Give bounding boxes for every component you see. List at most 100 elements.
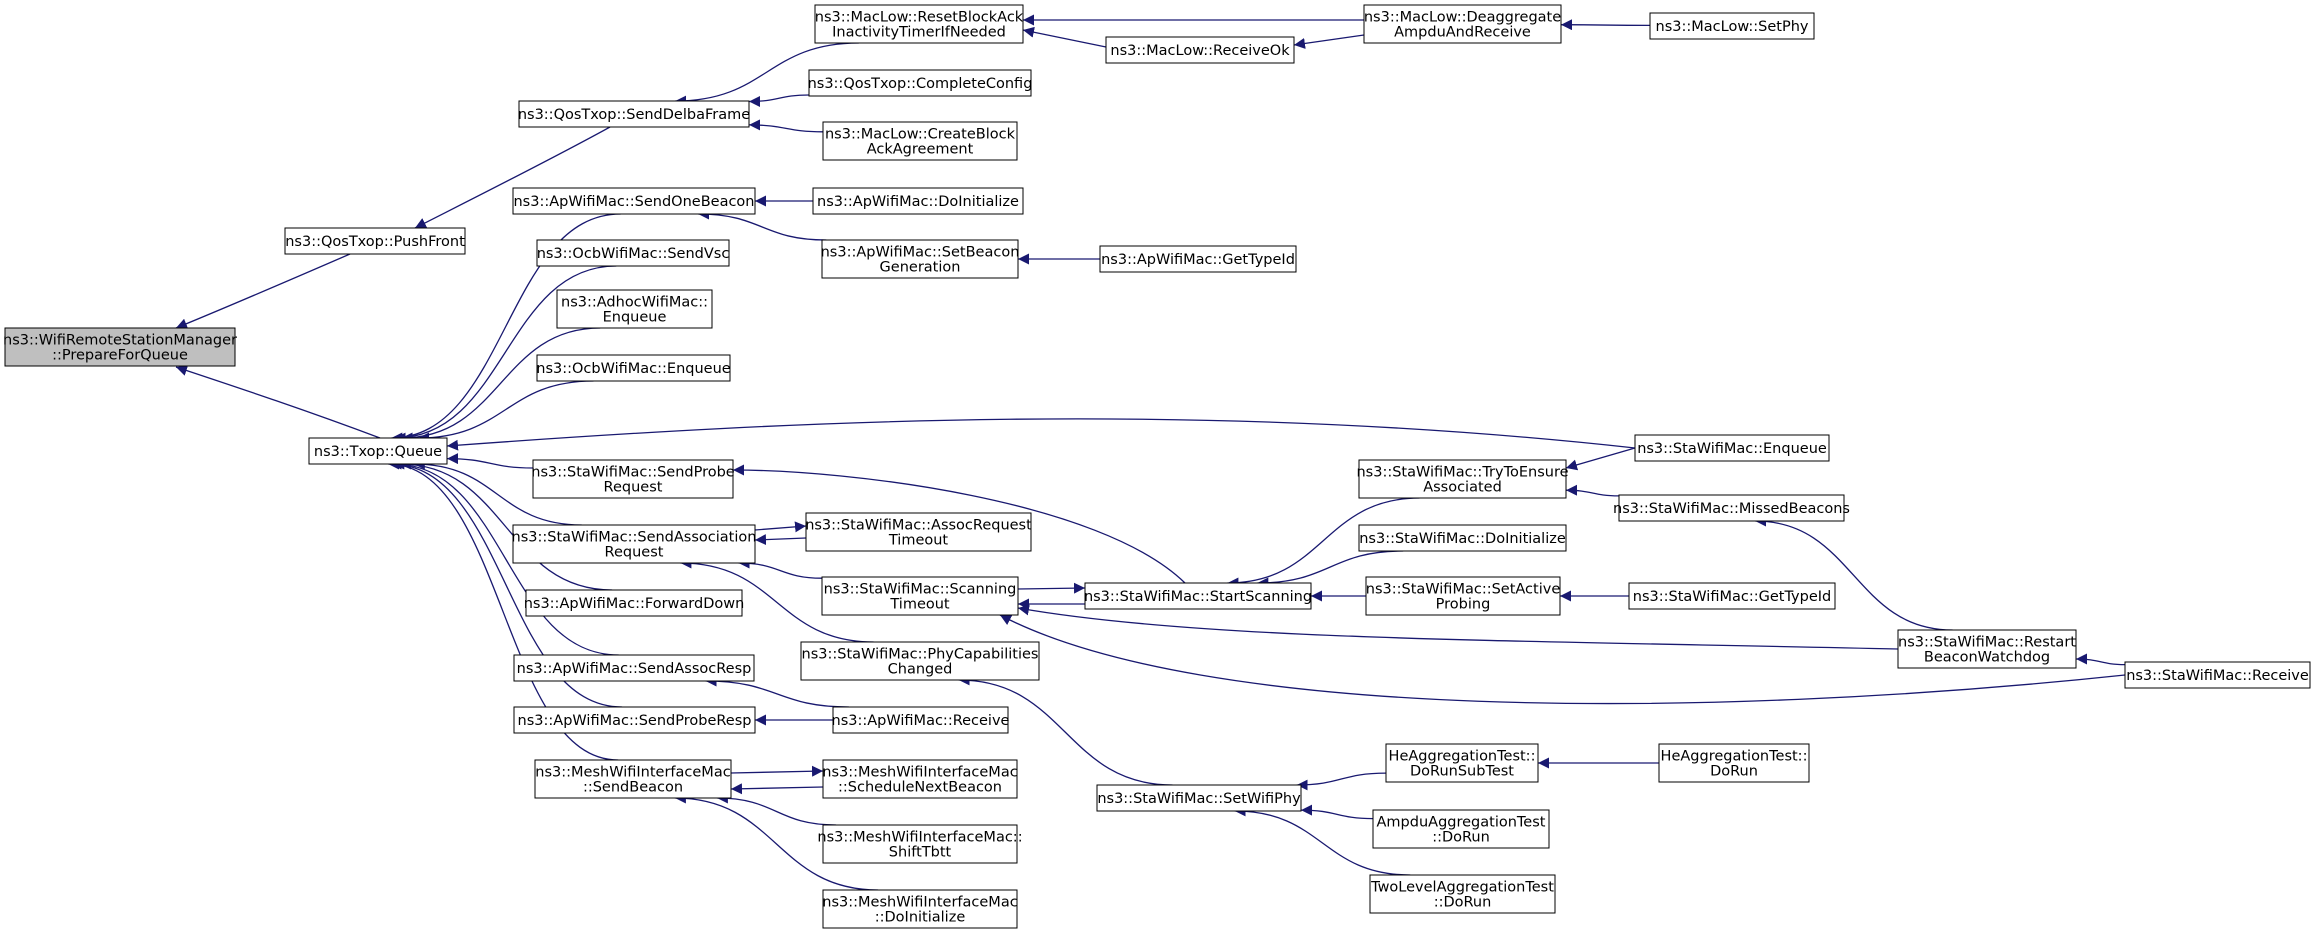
node-box [822,121,1018,161]
node-missedbeacons[interactable]: ns3::StaWifiMac::MissedBeacons [1613,494,1850,522]
node-stagettypeid[interactable]: ns3::StaWifiMac::GetTypeId [1628,582,1836,610]
edge-stareceive-to-restartbeacon [2075,653,2126,666]
node-label-line: ns3::StaWifiMac::PhyCapabilities [802,647,1039,663]
node-meshschedule[interactable]: ns3::MeshWifiInterfaceMac::ScheduleNextB… [822,759,1018,799]
node-pushfront[interactable]: ns3::QosTxop::PushFront [284,227,466,255]
node-queue[interactable]: ns3::Txop::Queue [308,437,448,465]
node-label-line: ns3::StaWifiMac::StartScanning [1084,589,1312,605]
edge-senddelba-to-pushfront [414,126,611,229]
node-box [2124,661,2311,689]
node-box [532,459,734,499]
node-apreceive[interactable]: ns3::ApWifiMac::Receive [832,706,1010,734]
node-label-line: BeaconWatchdog [1924,650,2050,666]
node-receiveok[interactable]: ns3::MacLow::ReceiveOk [1105,36,1295,64]
node-setphy[interactable]: ns3::MacLow::SetPhy [1649,12,1815,40]
node-label-line: ns3::ApWifiMac::SendProbeResp [518,713,752,729]
node-stadoinit[interactable]: ns3::StaWifiMac::DoInitialize [1358,524,1567,552]
node-box [518,100,750,128]
edge-twoleveldorun-to-setwifiphy [1234,805,1411,876]
node-label-line: Probing [1436,597,1491,613]
node-ampdudorun[interactable]: AmpduAggregationTest::DoRun [1372,809,1550,849]
node-box [1372,809,1550,849]
node-adhocenqueue[interactable]: ns3::AdhocWifiMac::Enqueue [556,289,713,329]
edge-assocreqtimeout-to-sendassocreq [754,534,807,546]
node-ocbsendvsc[interactable]: ns3::OcbWifiMac::SendVsc [536,239,730,267]
node-label-line: ns3::MeshWifiInterfaceMac [535,765,730,781]
node-prepare[interactable]: ns3::WifiRemoteStationManager::PrepareFo… [3,327,237,367]
node-setwifiphy[interactable]: ns3::StaWifiMac::SetWifiPhy [1096,784,1302,812]
edge-apreceive-to-sendassocresp [705,675,849,708]
node-label-line: ns3::MacLow::ResetBlockAck [815,10,1024,26]
edge-restartbeacon-to-missedbeacons [1755,515,1953,631]
node-hedorun[interactable]: HeAggregationTest::DoRun [1658,743,1810,783]
node-staenqueue[interactable]: ns3::StaWifiMac::Enqueue [1634,434,1830,462]
node-sendproberesp[interactable]: ns3::ApWifiMac::SendProbeResp [513,706,756,734]
node-apgettypeid[interactable]: ns3::ApWifiMac::GetTypeId [1099,245,1297,273]
node-startscanning[interactable]: ns3::StaWifiMac::StartScanning [1084,582,1312,610]
node-label-line: ns3::MacLow::CreateBlock [825,127,1016,143]
node-hedorunsub[interactable]: HeAggregationTest::DoRunSubTest [1385,743,1539,783]
node-box [536,354,731,382]
node-label-line: ns3::StaWifiMac::SetActive [1366,582,1561,598]
node-box [822,889,1018,929]
node-box [4,327,236,367]
node-meshshift[interactable]: ns3::MeshWifiInterfaceMac::ShiftTbtt [817,824,1023,864]
node-completeconfig[interactable]: ns3::QosTxop::CompleteConfig [808,69,1033,97]
node-box [1649,12,1815,40]
edge-meshsendbeacon-to-queue [388,458,619,761]
node-ocbenqueue[interactable]: ns3::OcbWifiMac::Enqueue [536,354,731,382]
edge-meshsendbeacon-to-meshschedule [730,765,824,777]
node-label-line: Request [605,545,664,561]
node-box [284,227,466,255]
node-box [1634,434,1830,462]
edge-resetblock-to-senddelba [675,42,859,107]
node-label-line: ns3::StaWifiMac::TryToEnsure [1356,465,1568,481]
node-label-line: HeAggregationTest:: [1661,749,1808,765]
edge-pushfront-to-prepare [175,253,351,329]
node-box [1369,874,1556,914]
node-senddelba[interactable]: ns3::QosTxop::SendDelbaFrame [518,100,750,128]
edge-staenqueue-to-queue [446,418,1636,451]
node-box [534,759,732,799]
node-sendonebeacon[interactable]: ns3::ApWifiMac::SendOneBeacon [512,187,756,215]
node-box [1084,582,1312,610]
edge-queue-to-prepare [175,365,381,439]
edge-meshschedule-to-meshsendbeacon [730,783,824,795]
edge-forwarddown-to-queue [399,458,613,591]
node-forwarddown[interactable]: ns3::ApWifiMac::ForwardDown [524,589,745,617]
node-box [308,437,448,465]
edges-layer [175,14,2126,891]
node-meshsendbeacon[interactable]: ns3::MeshWifiInterfaceMac::SendBeacon [534,759,732,799]
node-twoleveldorun[interactable]: TwoLevelAggregationTest::DoRun [1369,874,1556,914]
node-label-line: ns3::MacLow::SetPhy [1656,19,1809,35]
node-meshdoinit[interactable]: ns3::MeshWifiInterfaceMac::DoInitialize [822,889,1018,929]
node-box [1628,582,1836,610]
node-apdoinit[interactable]: ns3::ApWifiMac::DoInitialize [812,187,1024,215]
node-label-line: ::PrepareForQueue [52,348,188,364]
edge-sendprobereq-to-queue [446,453,534,469]
node-stareceive[interactable]: ns3::StaWifiMac::Receive [2124,661,2311,689]
edge-ocbsendvsc-to-queue [394,265,617,444]
node-label-line: ns3::ApWifiMac::ForwardDown [524,596,745,612]
node-label-line: ns3::StaWifiMac::DoInitialize [1359,531,1566,547]
node-label-line: ::ScheduleNextBeacon [838,780,1002,796]
node-label-line: Associated [1423,480,1502,496]
edge-staenqueue-to-trytoensure [1565,447,1636,471]
node-sendassocresp[interactable]: ns3::ApWifiMac::SendAssocResp [513,654,755,682]
node-resetblock[interactable]: ns3::MacLow::ResetBlockAckInactivityTime… [814,4,1024,44]
node-label-line: ns3::ApWifiMac::GetTypeId [1101,252,1295,268]
node-box [1618,494,1845,522]
edge-sendproberesp-to-queue [390,458,623,708]
node-label-line: ns3::MacLow::ReceiveOk [1110,43,1290,59]
